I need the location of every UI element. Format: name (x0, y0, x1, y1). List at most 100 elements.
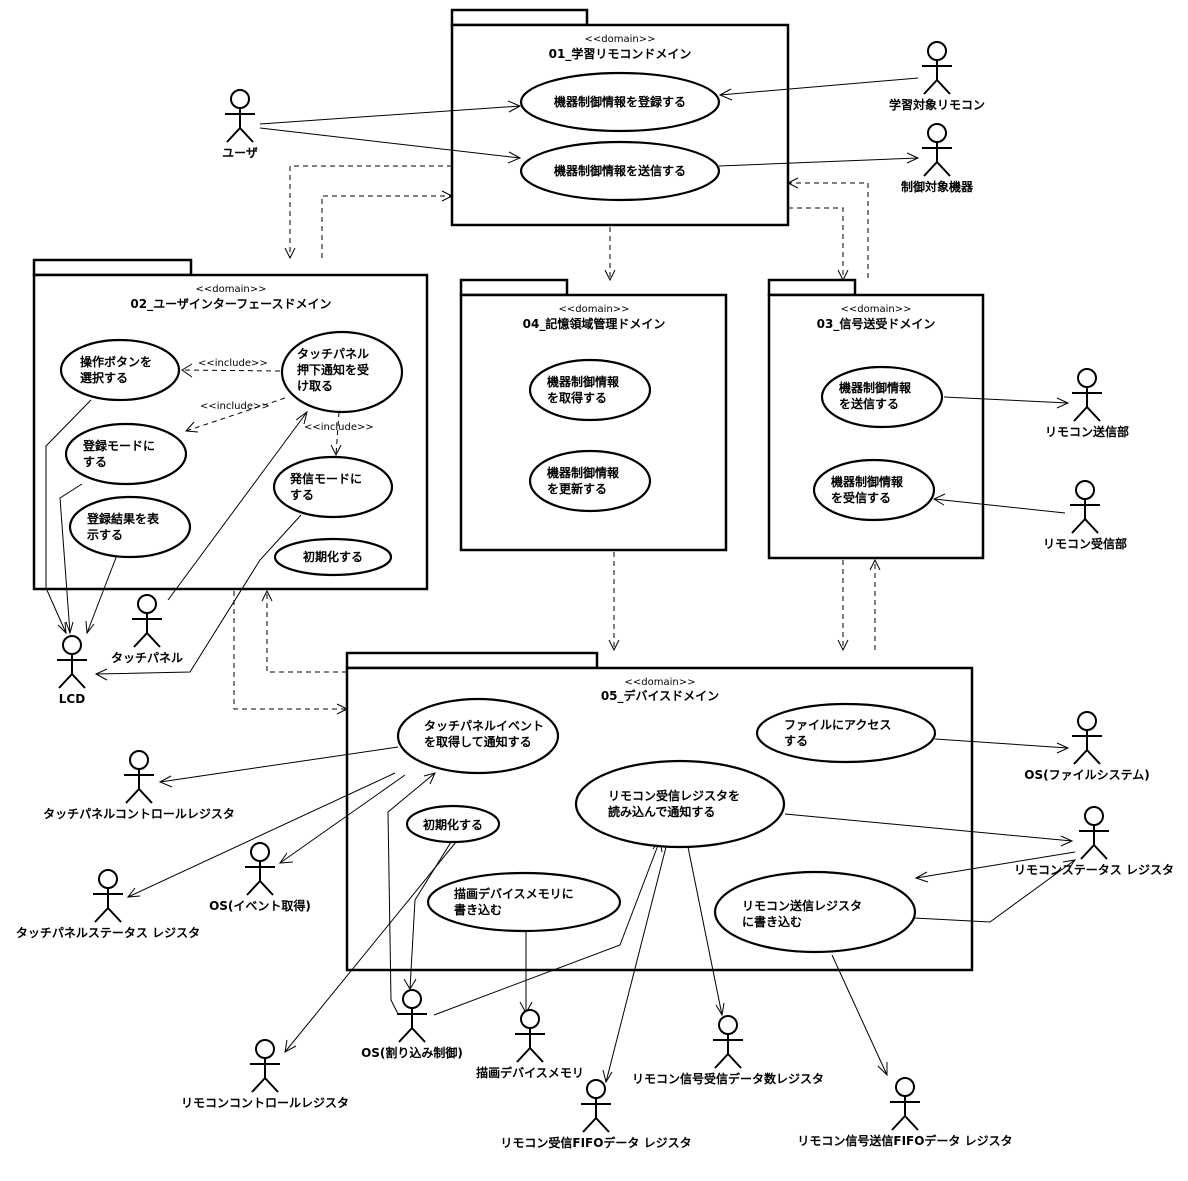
actor-icon (586, 1079, 606, 1099)
dependency-01-to-03[interactable] (788, 207, 844, 280)
arrowhead (403, 978, 417, 990)
include-send-mode[interactable] (335, 411, 340, 456)
use-case-send-mode[interactable]: 発信モードに する (272, 455, 394, 519)
package-name: 01_学習リモコンドメイン (549, 46, 692, 62)
arrowhead (261, 589, 273, 602)
assoc-remote-rx-receive[interactable] (933, 498, 1066, 514)
use-case-register-mode[interactable]: 登録モードに する (64, 422, 188, 486)
actor-lcd[interactable]: LCD (57, 635, 87, 706)
arrowhead (330, 444, 342, 457)
use-case-label: を取得して通知する (424, 734, 532, 749)
actor-body-icon (1072, 387, 1102, 422)
actor-label: 学習対象リモコン (889, 97, 985, 112)
actor-label: リモコン受信部 (1043, 536, 1127, 551)
arrowhead (932, 493, 946, 506)
actor-target-device[interactable]: 制御対象機器 (901, 123, 974, 194)
assoc-send-mode-lcd[interactable] (95, 514, 302, 675)
actor-remote-tx[interactable]: リモコン送信部 (1045, 368, 1129, 439)
assoc-touch-event-tp-status[interactable] (127, 772, 396, 898)
arrowhead (181, 363, 193, 378)
assoc-init-remote-control[interactable] (284, 841, 457, 1053)
assoc-send-remote-tx[interactable] (943, 396, 1069, 404)
use-case-register-control-info[interactable]: 機器制御情報を登録する (519, 71, 721, 133)
assoc-touch-event-tp-control[interactable] (159, 746, 399, 783)
actor-body-icon (250, 1058, 280, 1093)
use-case-write-remote-tx-register[interactable]: リモコン送信レジスタ に書き込む (713, 870, 917, 954)
use-case-file-access[interactable]: ファイルにアクセス する (755, 702, 937, 764)
assoc-user-send[interactable] (259, 127, 521, 159)
assoc-user-register[interactable] (259, 105, 521, 125)
assoc-touch-event-os-event[interactable] (279, 774, 406, 864)
arrowhead (278, 852, 294, 864)
actor-remote-tx-fifo-reg[interactable]: リモコン信号送信FIFOデータ レジスタ (797, 1077, 1013, 1148)
use-case-receive-signal[interactable]: 機器制御情報 を受信する (812, 458, 936, 522)
assoc-learning-remote-register[interactable] (719, 77, 919, 96)
assoc-read-rx-status[interactable] (784, 813, 1073, 842)
use-case-update-control-info[interactable]: 機器制御情報 を更新する (528, 449, 652, 513)
use-case-label: 発信モードに (289, 471, 362, 486)
include-select-button[interactable] (181, 369, 281, 372)
assoc-read-rx-count[interactable] (687, 846, 723, 1016)
assoc-init-os-interrupt[interactable] (409, 841, 452, 990)
assoc-os-interrupt-touch-event[interactable] (387, 772, 436, 1015)
arrowhead (837, 269, 849, 282)
use-case-get-touch-event[interactable]: タッチパネルイベント を取得して通知する (396, 697, 560, 775)
actor-remote-rx-count-reg[interactable]: リモコン信号受信データ数レジスタ (632, 1015, 824, 1086)
actor-icon (230, 89, 250, 109)
actor-remote-control-reg[interactable]: リモコンコントロールレジスタ (181, 1039, 349, 1110)
assoc-write-tx-fifo[interactable] (831, 954, 888, 1076)
use-case-write-draw-memory[interactable]: 描画デバイスメモリに 書き込む (426, 871, 622, 933)
use-case-initialize-ui[interactable]: 初期化する (273, 537, 393, 577)
arrowhead (906, 152, 920, 164)
actor-remote-status-reg[interactable]: リモコンステータス レジスタ (1014, 806, 1174, 877)
actor-label: リモコン信号送信FIFOデータ レジスタ (797, 1133, 1012, 1148)
use-case-initialize-device[interactable]: 初期化する (405, 804, 501, 844)
actor-label: ユーザ (222, 146, 258, 160)
actor-os-event[interactable]: OS(イベント取得) (209, 842, 311, 913)
assoc-status-write-tx[interactable] (915, 851, 1076, 879)
assoc-send-target-device[interactable] (718, 157, 919, 167)
use-case-label: 機器制御情報 (547, 465, 620, 480)
actor-remote-rx-fifo-reg[interactable]: リモコン受信FIFOデータ レジスタ (500, 1079, 692, 1150)
actor-learning-remote[interactable]: 学習対象リモコン (889, 41, 985, 112)
dependency-02-to-01[interactable] (321, 195, 452, 258)
use-case-select-operation-button[interactable]: 操作ボタンを 選択する (59, 338, 181, 402)
use-case-show-register-result[interactable]: 登録結果を表 示する (68, 495, 192, 559)
actor-os-filesystem[interactable]: OS(ファイルシステム) (1024, 711, 1150, 782)
actor-draw-memory[interactable]: 描画デバイスメモリ (476, 1009, 584, 1080)
assoc-touch-panel-notify[interactable] (167, 411, 308, 601)
dependency-03-to-01[interactable] (788, 182, 869, 278)
assoc-show-result-lcd[interactable] (86, 554, 118, 634)
actor-remote-rx[interactable]: リモコン受信部 (1043, 480, 1127, 551)
arrowhead (837, 639, 849, 652)
dependency-02-to-05[interactable] (233, 591, 347, 710)
actor-os-interrupt[interactable]: OS(割り込み制御) (361, 989, 463, 1060)
use-case-read-remote-rx-register[interactable]: リモコン受信レジスタを 読み込んで通知する (574, 759, 786, 849)
use-case-send-signal[interactable]: 機器制御情報 を送信する (820, 365, 944, 429)
use-case-get-control-info[interactable]: 機器制御情報 を取得する (528, 358, 652, 422)
actor-icon (1077, 711, 1097, 731)
actor-icon (129, 750, 149, 770)
assoc-os-interrupt-read-rx[interactable] (433, 839, 661, 1016)
assoc-register-mode-lcd[interactable] (59, 483, 83, 634)
actor-tp-status-reg[interactable]: タッチパネルステータス レジスタ (16, 869, 200, 940)
arrowhead (877, 1062, 888, 1077)
use-case-label: 書き込む (454, 902, 502, 917)
actor-user[interactable]: ユーザ (222, 89, 258, 160)
dependency-01-to-02[interactable] (289, 165, 452, 258)
dependency-05-to-02[interactable] (266, 591, 347, 673)
actor-icon (895, 1077, 915, 1097)
actor-touch-panel[interactable]: タッチパネル (111, 594, 183, 665)
use-case-send-control-info[interactable]: 機器制御情報を送信する (519, 140, 721, 202)
include-label: <<include>> (198, 358, 268, 369)
actor-label: リモコン受信FIFOデータ レジスタ (500, 1135, 691, 1150)
use-case-receive-touch-notification[interactable]: タッチパネル 押下通知を受 け取る (280, 330, 404, 414)
assoc-select-button-lcd[interactable] (45, 399, 92, 634)
actor-label: OS(割り込み制御) (361, 1045, 463, 1060)
assoc-file-access-os-fs[interactable] (934, 738, 1069, 749)
assoc-write-tx-status[interactable] (913, 859, 1076, 923)
actor-icon (250, 842, 270, 862)
actor-label: リモコンコントロールレジスタ (181, 1096, 349, 1110)
actor-tp-control-reg[interactable]: タッチパネルコントロールレジスタ (43, 750, 235, 821)
assoc-read-rx-fifo[interactable] (605, 846, 667, 1083)
